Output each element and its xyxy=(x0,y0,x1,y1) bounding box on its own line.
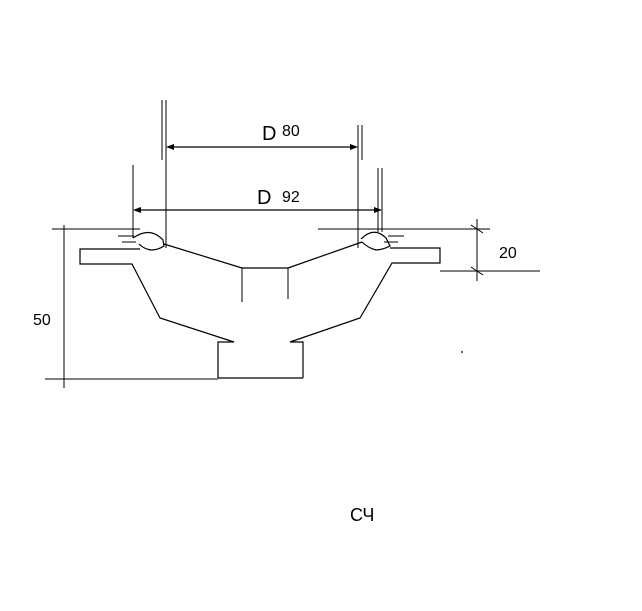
arrowhead-right-icon xyxy=(350,144,358,150)
stray-dot xyxy=(461,351,463,353)
dimension-20-value: 20 xyxy=(499,245,517,262)
dimension-d80-symbol: D xyxy=(262,123,276,145)
dimension-d92-value: 92 xyxy=(282,189,300,206)
dimension-d92-symbol: D xyxy=(257,187,271,209)
arrowhead-left-icon xyxy=(166,144,174,150)
dimension-20: 20 xyxy=(470,219,517,281)
dimension-50-value: 50 xyxy=(33,312,51,329)
dimension-50: 50 xyxy=(33,225,65,388)
extension-lines xyxy=(45,100,540,380)
dimension-d92: D 92 xyxy=(133,187,382,213)
dimension-d80-value: 80 xyxy=(282,123,300,140)
part-outline xyxy=(79,231,441,379)
arrowhead-right-icon xyxy=(374,207,382,213)
dimension-d80: D 80 xyxy=(166,123,358,150)
material-label: СЧ xyxy=(350,505,374,525)
arrowhead-left-icon xyxy=(133,207,141,213)
